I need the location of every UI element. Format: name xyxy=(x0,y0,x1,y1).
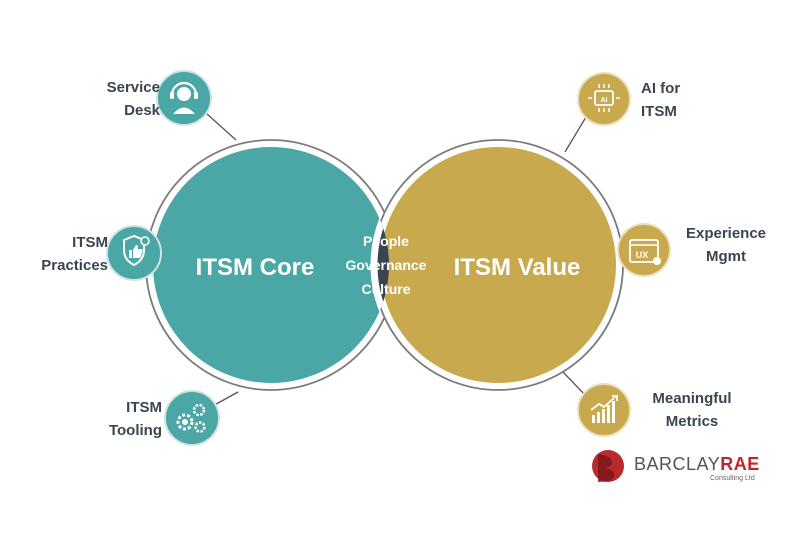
logo-brand-barclay: BARCLAY xyxy=(634,454,721,474)
experience-mgmt-label-line1: Experience xyxy=(685,225,767,242)
overlap-culture: Culture xyxy=(362,281,411,297)
gears-icon xyxy=(164,390,220,446)
shield-thumbs-up-icon xyxy=(106,225,162,281)
service-desk-label-line1: Service xyxy=(106,79,160,96)
barclay-rae-logo: BARCLAYRAE Consulting Ltd xyxy=(590,448,760,484)
ux-window-icon: UX xyxy=(617,223,671,277)
svg-text:AI: AI xyxy=(601,97,608,104)
overlap-governance: Governance xyxy=(346,257,427,273)
itsm-tooling-label-line1: ITSM xyxy=(126,399,162,416)
service-desk-label: Service Desk xyxy=(82,76,160,122)
itsm-practices-label-line2: Practices xyxy=(41,257,108,274)
itsm-tooling-label-line2: Tooling xyxy=(108,422,162,439)
svg-text:UX: UX xyxy=(636,250,649,260)
itsm-tooling-label: ITSM Tooling xyxy=(82,396,162,442)
ai-for-itsm-label-line2: ITSM xyxy=(641,103,677,120)
ai-chip-icon: AI xyxy=(577,72,631,126)
service-desk-label-line2: Desk xyxy=(124,102,160,119)
itsm-value-title: ITSM Value xyxy=(454,254,581,281)
ai-for-itsm-label: AI for ITSM xyxy=(641,77,721,123)
overlap-people: People xyxy=(363,233,409,249)
itsm-practices-label: ITSM Practices xyxy=(20,231,108,277)
meaningful-metrics-label: Meaningful Metrics xyxy=(637,387,747,433)
itsm-core-title: ITSM Core xyxy=(196,254,315,281)
headset-agent-icon xyxy=(156,70,212,126)
barclay-rae-logo-mark xyxy=(592,450,624,482)
itsm-practices-label-line1: ITSM xyxy=(72,234,108,251)
meaningful-metrics-label-line1: Meaningful xyxy=(652,390,732,407)
meaningful-metrics-label-line2: Metrics xyxy=(665,413,719,430)
ai-for-itsm-label-line1: AI for xyxy=(641,80,681,97)
itsm-value-circle xyxy=(380,147,616,383)
growth-chart-icon xyxy=(577,383,631,437)
logo-wordmark: BARCLAYRAE xyxy=(634,454,760,475)
logo-subtitle: Consulting Ltd xyxy=(710,475,755,482)
itsm-core-circle xyxy=(153,147,389,383)
overlap-lens xyxy=(370,147,389,383)
experience-mgmt-label-line2: Mgmt xyxy=(706,248,746,265)
experience-mgmt-label: Experience Mgmt xyxy=(671,222,781,268)
logo-brand-rae: RAE xyxy=(720,454,760,474)
